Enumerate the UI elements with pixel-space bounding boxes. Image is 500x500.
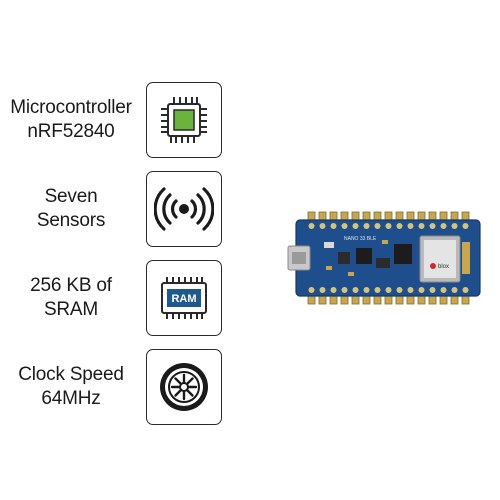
feature-clock-speed: Clock Speed 64MHz <box>0 349 230 425</box>
feature-label-line2: 64MHz <box>41 388 101 409</box>
sensor-waves-icon <box>154 187 214 231</box>
board-module-brand: blox <box>438 264 449 270</box>
feature-label-line1: Seven <box>44 186 98 207</box>
feature-label: 256 KB of SRAM <box>0 260 142 336</box>
feature-label: Seven Sensors <box>0 171 142 247</box>
clock-speed-dial-icon <box>160 363 208 411</box>
ram-icon-text: RAM <box>171 293 196 305</box>
ram-chip-icon: RAM <box>161 277 207 319</box>
feature-label: Clock Speed 64MHz <box>0 349 142 425</box>
arduino-board-image: NANO 33 BLE blox <box>286 208 494 308</box>
feature-microcontroller: Microcontroller nRF52840 <box>0 82 230 158</box>
feature-label-line2: Sensors <box>36 210 106 231</box>
feature-icon-box <box>146 171 222 247</box>
feature-icon-box <box>146 349 222 425</box>
board-silkscreen: NANO 33 BLE <box>344 236 377 242</box>
feature-label-line1: Clock Speed <box>18 364 124 385</box>
feature-sensors: Seven Sensors <box>0 171 230 247</box>
feature-label-line2: SRAM <box>43 299 99 320</box>
feature-label-line1: 256 KB of <box>30 275 112 296</box>
feature-label: Microcontroller nRF52840 <box>0 82 142 158</box>
feature-label-line1: Microcontroller <box>10 97 132 118</box>
feature-icon-box: RAM <box>146 260 222 336</box>
board-illustration: NANO 33 BLE blox <box>287 211 481 305</box>
microcontroller-chip-icon <box>161 97 207 143</box>
feature-icon-box <box>146 82 222 158</box>
feature-label-line2: nRF52840 <box>27 121 115 142</box>
feature-sram: 256 KB of SRAM RAM <box>0 260 230 336</box>
